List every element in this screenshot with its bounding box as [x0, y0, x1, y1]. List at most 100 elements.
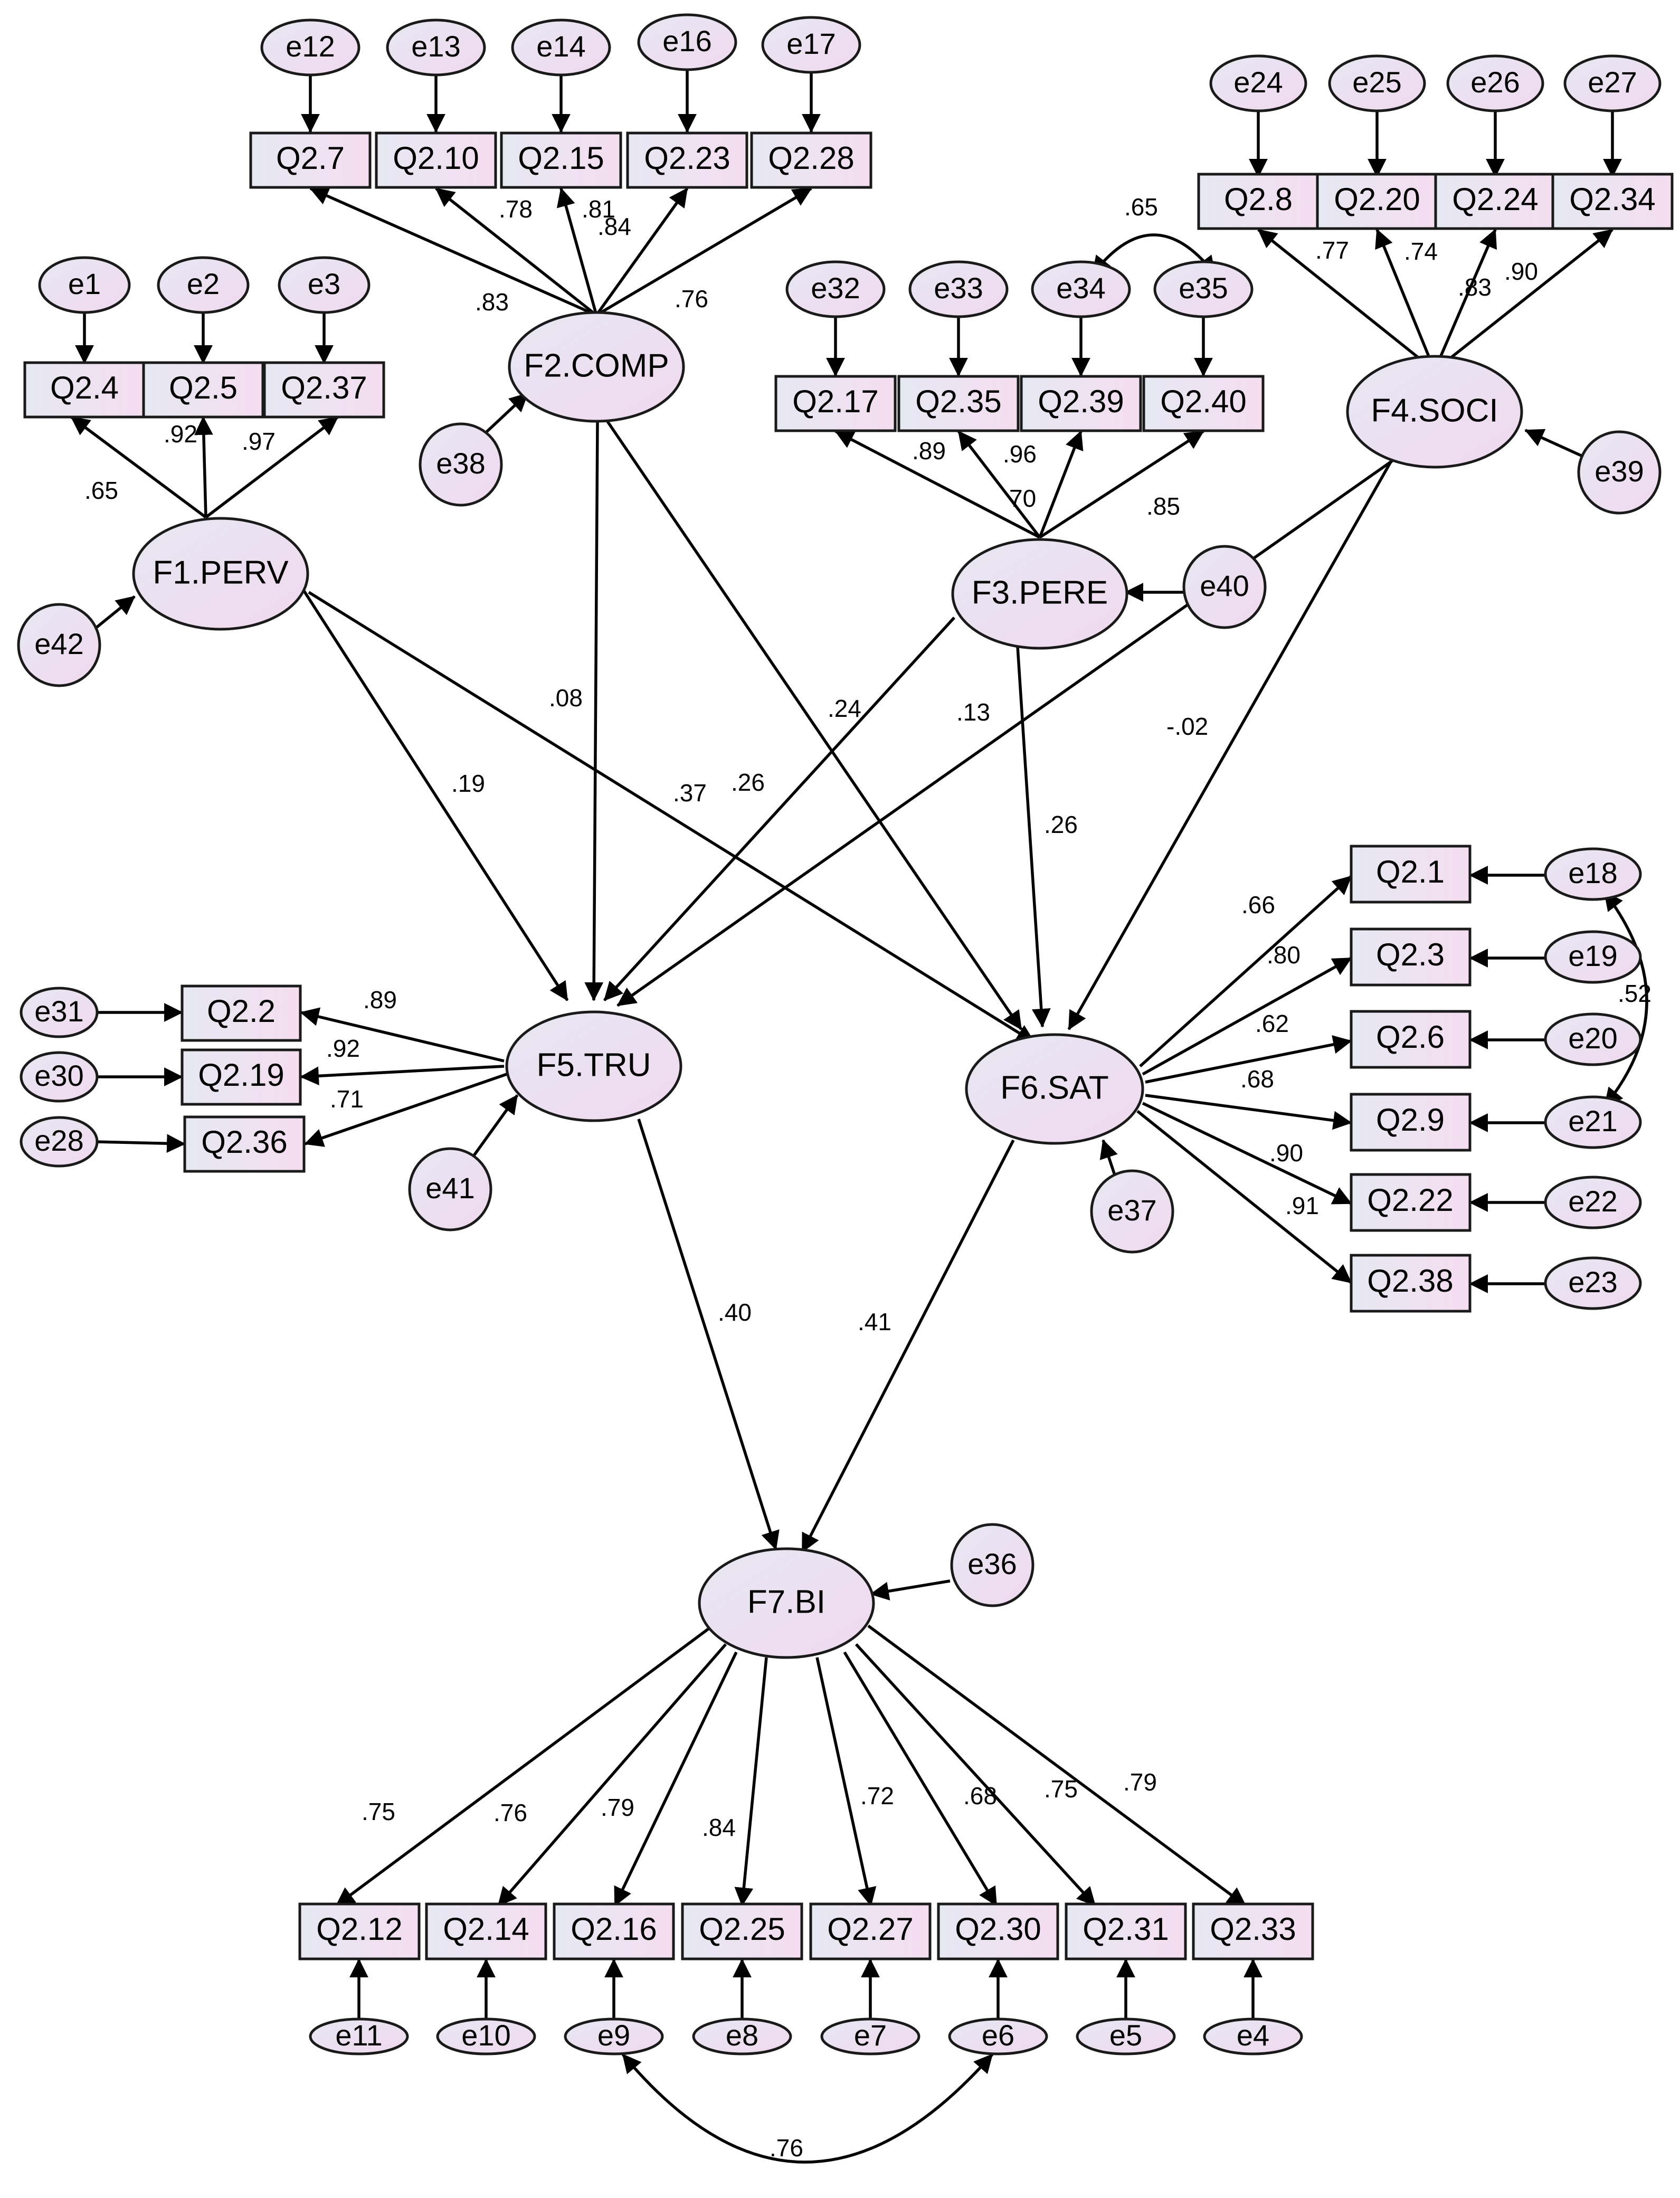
- svg-text:e10: e10: [461, 2019, 510, 2052]
- svg-text:e24: e24: [1233, 65, 1283, 99]
- arrow-e28-q2-36: [96, 1134, 186, 1153]
- error-e37: e37: [1090, 1169, 1174, 1254]
- svg-text:Q2.19: Q2.19: [198, 1057, 284, 1093]
- loading-f4-q2-8: [1257, 228, 1436, 372]
- arrow-e36-f7: [870, 1579, 951, 1601]
- arrow-e42-f1: [91, 595, 136, 632]
- loading-f7-q2-31: [855, 1643, 1097, 1907]
- svg-text:Q2.6: Q2.6: [1376, 1019, 1445, 1055]
- observed-q2-40: Q2.40: [1142, 375, 1265, 432]
- loading-label-f4-q2-20: .74: [1404, 238, 1438, 265]
- svg-text:F2.COMP: F2.COMP: [524, 347, 669, 384]
- svg-text:Q2.30: Q2.30: [955, 1911, 1041, 1947]
- path-f5-f7: [637, 1119, 780, 1550]
- error-e22: e22: [1544, 1176, 1642, 1229]
- svg-text:F6.SAT: F6.SAT: [1000, 1069, 1109, 1106]
- observed-q2-22: Q2.22: [1350, 1173, 1472, 1232]
- svg-text:Q2.3: Q2.3: [1376, 937, 1445, 972]
- observed-q2-36: Q2.36: [183, 1115, 306, 1173]
- loading-label-f7-q2-33: .79: [1123, 1768, 1157, 1796]
- error-e35: e35: [1153, 260, 1254, 318]
- path-f3-f6: [1016, 646, 1051, 1028]
- error-e23: e23: [1544, 1256, 1642, 1310]
- loading-label-f6-q2-22: .90: [1269, 1139, 1303, 1167]
- loading-label-f5-q2-19: .92: [326, 1035, 360, 1062]
- svg-text:e9: e9: [597, 2019, 630, 2052]
- loading-f2-q2-23: [595, 187, 689, 316]
- observed-q2-8: Q2.8: [1197, 173, 1320, 230]
- path-f6-f7: [801, 1139, 1015, 1553]
- svg-text:e5: e5: [1109, 2019, 1142, 2052]
- loading-label-f1-q2-4: .65: [84, 477, 118, 504]
- svg-text:e30: e30: [34, 1059, 83, 1092]
- svg-text:Q2.9: Q2.9: [1376, 1102, 1445, 1138]
- observed-q2-15: Q2.15: [500, 131, 622, 189]
- observed-q2-2: Q2.2: [181, 984, 302, 1042]
- svg-text:Q2.23: Q2.23: [644, 140, 730, 176]
- svg-text:F4.SOCI: F4.SOCI: [1371, 392, 1498, 429]
- loading-f3-q2-40: [1039, 430, 1204, 539]
- svg-text:Q2.28: Q2.28: [768, 140, 854, 176]
- error-e42: e42: [17, 603, 101, 687]
- svg-text:F1.PERV: F1.PERV: [153, 554, 289, 591]
- observed-q2-17: Q2.17: [774, 375, 897, 432]
- loading-label-f5-q2-36: .71: [330, 1085, 364, 1113]
- error-e21: e21: [1544, 1095, 1642, 1149]
- error-e16: e16: [637, 13, 737, 71]
- svg-text:e2: e2: [187, 267, 220, 300]
- observed-q2-14: Q2.14: [425, 1902, 547, 1960]
- covariance-label-e18-e21: .52: [1618, 980, 1651, 1007]
- loading-label-f7-q2-14: .76: [493, 1799, 527, 1826]
- loading-f6-q2-3: [1142, 956, 1352, 1076]
- loading-label-f2-q2-28: .76: [675, 285, 708, 312]
- error-e20: e20: [1544, 1012, 1642, 1066]
- svg-text:Q2.25: Q2.25: [699, 1911, 785, 1947]
- error-e14: e14: [511, 18, 611, 77]
- svg-text:e8: e8: [726, 2019, 758, 2052]
- error-e6: e6: [948, 2017, 1048, 2055]
- loading-f5-q2-2: [300, 1007, 505, 1063]
- loading-f7-q2-33: [867, 1624, 1247, 1907]
- loading-f6-q2-6: [1145, 1035, 1352, 1084]
- svg-text:e12: e12: [286, 30, 335, 63]
- observed-q2-38: Q2.38: [1350, 1254, 1472, 1313]
- observed-q2-23: Q2.23: [626, 131, 748, 189]
- path-label-f1-f5: .19: [451, 770, 485, 797]
- loading-f7-q2-12: [335, 1624, 714, 1907]
- svg-text:e41: e41: [425, 1171, 474, 1205]
- svg-text:Q2.12: Q2.12: [316, 1911, 402, 1947]
- svg-text:Q2.4: Q2.4: [50, 370, 119, 405]
- loading-f3-q2-17: [834, 430, 1041, 539]
- arrow-e41-f5: [468, 1094, 519, 1162]
- svg-text:e4: e4: [1237, 2019, 1269, 2052]
- error-e28: e28: [20, 1116, 99, 1168]
- observed-q2-33: Q2.33: [1192, 1902, 1314, 1960]
- svg-text:e7: e7: [854, 2019, 887, 2052]
- svg-text:e27: e27: [1588, 65, 1637, 99]
- loading-label-f2-q2-7: .83: [475, 288, 509, 316]
- observed-q2-39: Q2.39: [1020, 375, 1142, 432]
- loading-label-f3-q2-39: 70: [1009, 485, 1036, 512]
- error-e18: e18: [1544, 847, 1642, 901]
- error-e38: e38: [419, 422, 503, 507]
- svg-text:e3: e3: [308, 267, 340, 300]
- observed-q2-1: Q2.1: [1350, 845, 1472, 904]
- loading-label-f4-q2-8: .77: [1315, 236, 1349, 264]
- observed-q2-27: Q2.27: [809, 1902, 932, 1960]
- latent-f2-comp: F2.COMP: [508, 311, 685, 423]
- observed-q2-19: Q2.19: [181, 1048, 302, 1106]
- loading-f2-q2-28: [595, 187, 812, 317]
- observed-q2-10: Q2.10: [375, 131, 497, 189]
- error-e11: e11: [309, 2017, 409, 2055]
- loading-label-f5-q2-2: .89: [363, 986, 397, 1013]
- path-label-f2-f6: .24: [828, 695, 861, 722]
- observed-q2-3: Q2.3: [1350, 927, 1472, 987]
- loading-f6-q2-38: [1136, 1110, 1352, 1284]
- observed-q2-31: Q2.31: [1065, 1902, 1187, 1960]
- latent-f5-tru: F5.TRU: [505, 1010, 682, 1122]
- loading-label-f6-q2-3: .80: [1267, 941, 1301, 969]
- observed-q2-16: Q2.16: [553, 1902, 675, 1960]
- loading-label-f3-q2-17: .89: [912, 437, 946, 465]
- latent-f4-soci: F4.SOCI: [1346, 355, 1523, 469]
